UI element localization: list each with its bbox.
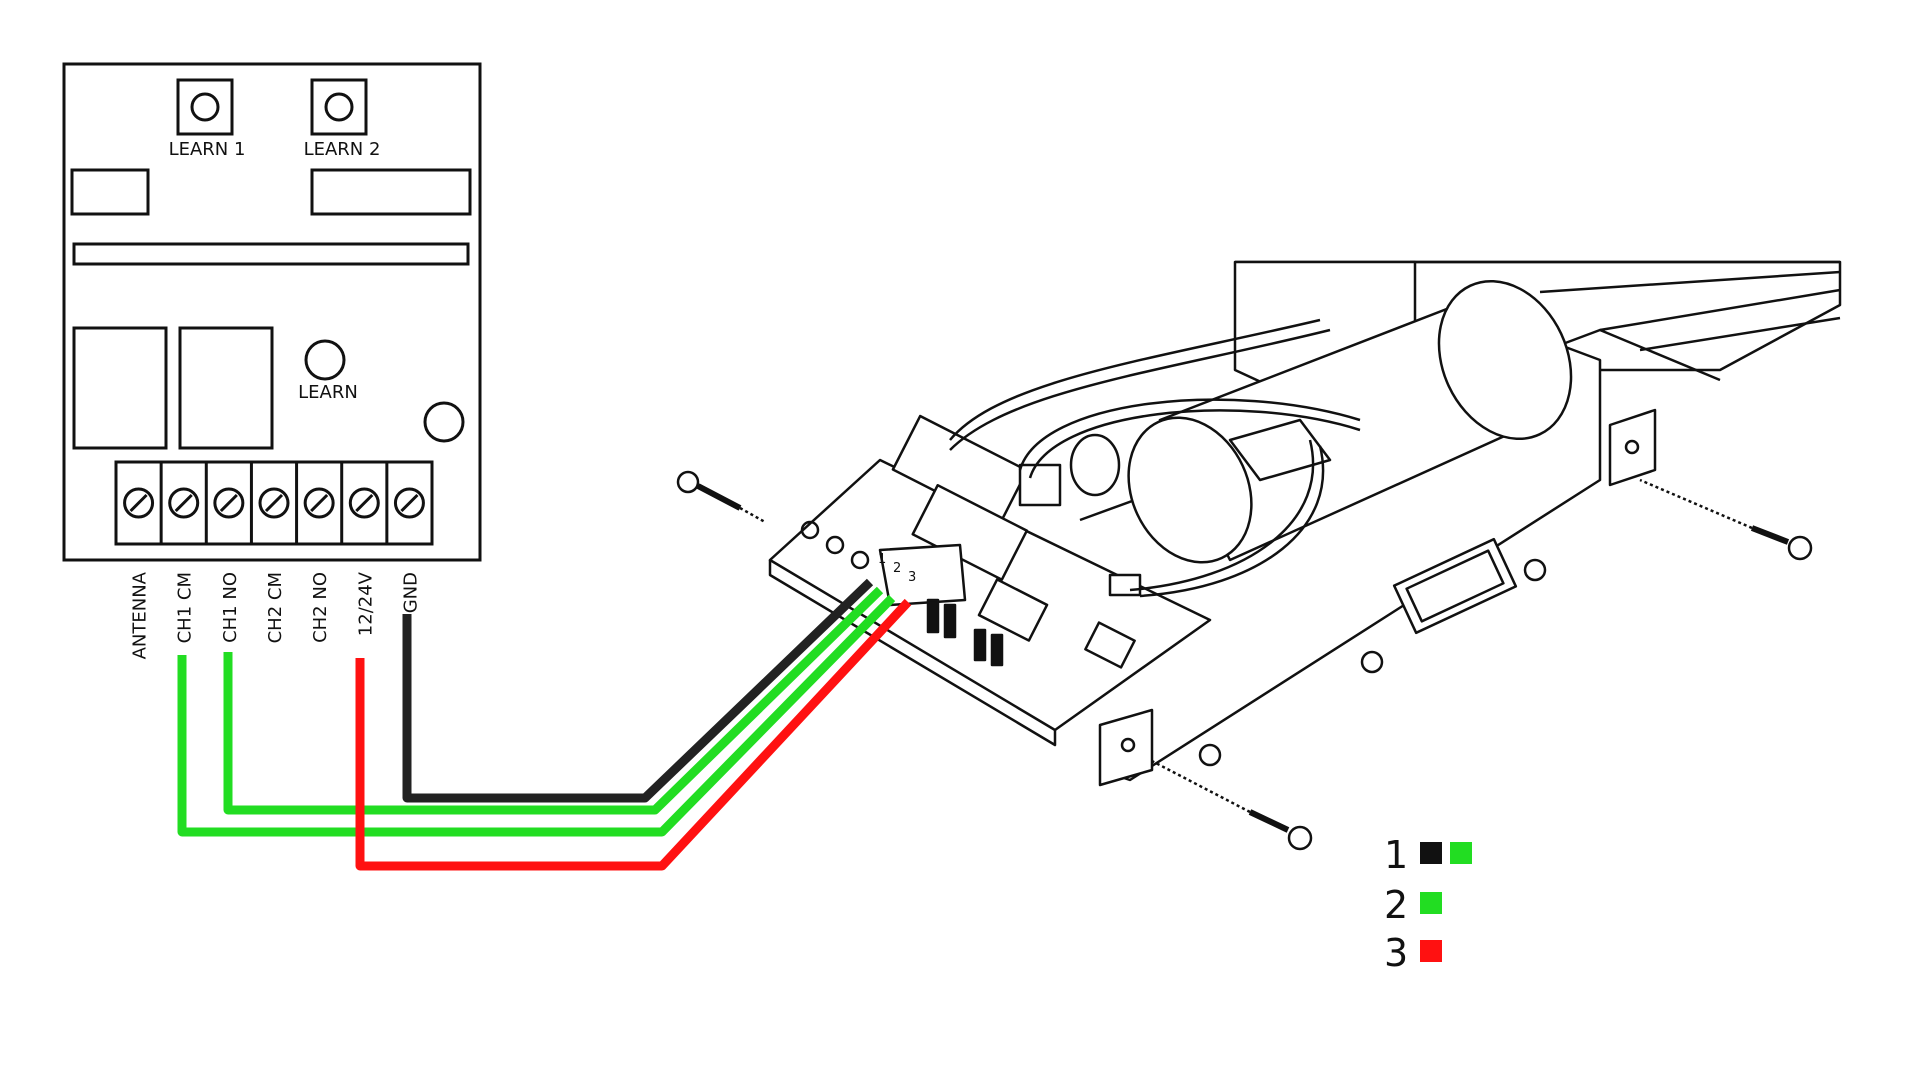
learn1-button[interactable] — [176, 78, 234, 136]
terminal-number-3: 3 — [908, 570, 916, 585]
legend-number: 1 — [1384, 833, 1408, 877]
legend-number: 2 — [1384, 883, 1408, 927]
relay-2 — [178, 326, 274, 450]
legend-number: 3 — [1384, 931, 1408, 975]
terminal-label: CH2 NO — [310, 572, 331, 643]
legend-swatch-red — [1420, 940, 1442, 962]
terminal-label: 12/24V — [355, 571, 376, 636]
terminal-screw — [213, 487, 245, 519]
legend-swatch-green — [1420, 892, 1442, 914]
wire-gnd — [402, 578, 874, 803]
learn-label: LEARN — [298, 382, 358, 403]
legend-swatch-black — [1420, 842, 1442, 864]
terminal-label: CH1 CM — [175, 572, 196, 643]
legend-row-1: 1 — [1384, 833, 1472, 877]
legend-swatch-green — [1450, 842, 1472, 864]
terminal-label: GND — [400, 572, 421, 613]
component-block — [310, 168, 472, 216]
terminal-label: ANTENNA — [130, 571, 151, 659]
wires — [177, 578, 912, 871]
terminal-screw — [393, 487, 425, 519]
legend-row-3: 3 — [1384, 931, 1442, 975]
terminal-label: CH2 CM — [265, 572, 286, 643]
learn1-label: LEARN 1 — [169, 139, 246, 160]
legend: 1 2 3 — [1384, 833, 1472, 975]
wire-ch1-cm — [177, 594, 896, 837]
component-strip — [72, 242, 470, 266]
terminal-labels: ANTENNA CH1 CM CH1 NO CH2 CM CH2 NO 12/24V GND — [130, 571, 422, 659]
terminal-screw — [168, 487, 200, 519]
learn2-label: LEARN 2 — [304, 139, 381, 160]
wire-12-24v — [355, 598, 912, 871]
motor-unit — [676, 260, 1842, 851]
terminal-screw — [303, 487, 335, 519]
terminal-screw — [258, 487, 290, 519]
learn2-button[interactable] — [310, 78, 368, 136]
board-terminal-numbers: 1 2 3 — [878, 552, 916, 585]
terminal-number-1: 1 — [878, 552, 886, 567]
legend-row-2: 2 — [1384, 883, 1442, 927]
wire-ch1-no — [223, 586, 884, 815]
component-block — [70, 168, 150, 216]
terminal-block — [114, 460, 434, 546]
terminal-screw — [348, 487, 380, 519]
terminal-number-2: 2 — [893, 561, 901, 576]
relay-1 — [72, 326, 168, 450]
learn-button[interactable] — [304, 339, 346, 381]
terminal-screw — [123, 487, 155, 519]
receiver-board: LEARN 1 LEARN 2 LEARN — [62, 62, 482, 562]
terminal-label: CH1 NO — [220, 572, 241, 643]
led-indicator — [423, 401, 465, 443]
